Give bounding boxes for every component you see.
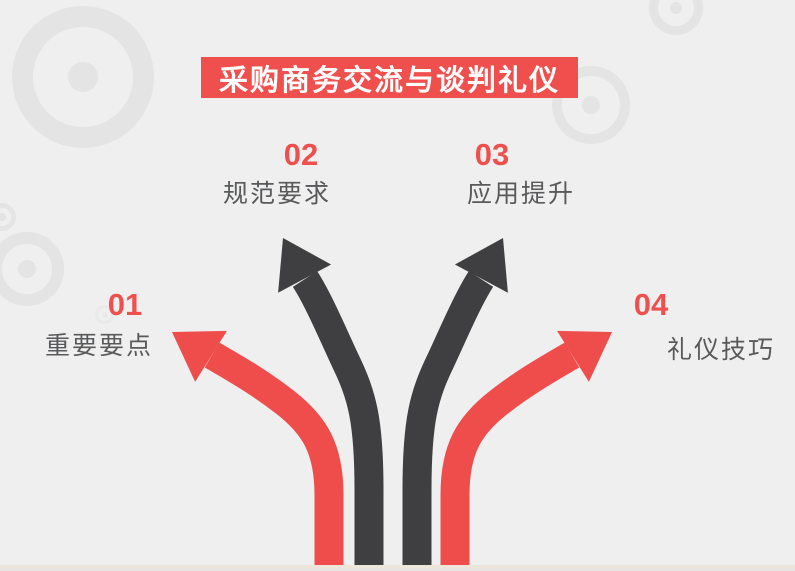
item-02-number: 02	[283, 137, 319, 172]
decorative-circle-dot	[0, 213, 6, 221]
slide-title: 采购商务交流与谈判礼仪	[218, 64, 560, 97]
item-04-number: 04	[633, 287, 669, 322]
item-01-label: 重要要点	[44, 332, 154, 360]
slide-bottom-strip	[0, 568, 795, 571]
item-02-label: 规范要求	[222, 180, 332, 208]
arrow-outer-right	[440, 330, 612, 566]
arrow-head	[557, 330, 612, 382]
arrow-head	[172, 330, 227, 382]
arrow-inner-left	[278, 238, 384, 566]
arrow-head	[454, 238, 508, 293]
decorative-circle-dot	[582, 96, 600, 114]
title-banner: 采购商务交流与谈判礼仪	[201, 57, 578, 98]
decorative-circle-dot	[68, 62, 98, 92]
decorative-circle	[552, 66, 630, 144]
item-03-label: 应用提升	[466, 180, 576, 208]
item-03-number: 03	[474, 137, 510, 172]
item-01-number: 01	[107, 287, 143, 322]
decorative-circle	[95, 305, 114, 324]
item-04-label: 礼仪技巧	[666, 336, 776, 364]
decorative-circle-dot	[102, 312, 108, 318]
arrow-inner-right	[402, 238, 508, 566]
arrow-head	[278, 238, 332, 293]
decorative-circle	[649, 0, 703, 35]
arrow-outer-left	[172, 330, 344, 566]
decorative-circle-dot	[18, 260, 36, 278]
decorative-circle	[0, 203, 16, 231]
decorative-circle-dot	[670, 2, 682, 14]
slide-bottom-edge-line	[0, 565, 795, 568]
